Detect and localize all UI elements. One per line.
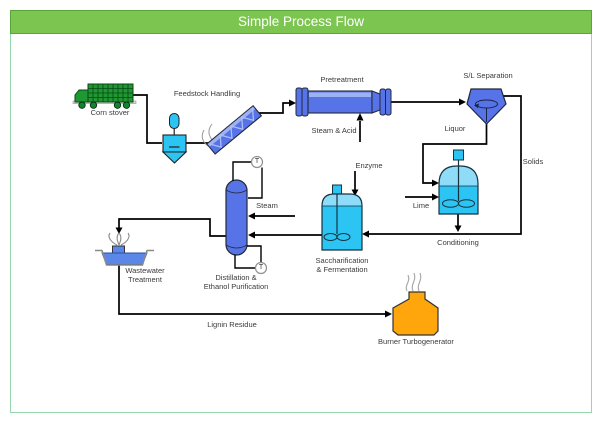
basin-water <box>101 252 148 265</box>
wastewater-treatment-icon[interactable] <box>95 232 154 266</box>
temperature-indicator-top[interactable] <box>250 155 264 169</box>
label-distillation: Distillation & Ethanol Purification <box>203 273 269 291</box>
arrow-steam-acid <box>356 113 364 121</box>
t2-line-in <box>247 245 262 263</box>
reactor-flange <box>379 88 386 116</box>
tank-dome <box>322 194 362 206</box>
label-enzyme: Enzyme <box>355 161 383 170</box>
arrow-into-pretreatment <box>289 99 296 107</box>
arrow-lime-in <box>432 193 439 201</box>
label-sl-separation: S/L Separation <box>463 71 513 80</box>
tank-impeller <box>336 233 351 241</box>
reactor-highlight <box>309 92 371 97</box>
label-lignin-residue: Lignin Residue <box>207 320 257 329</box>
label-feedstock-handling: Feedstock Handling <box>173 89 241 98</box>
burner-body <box>392 291 439 336</box>
arrow-into-fermenter <box>362 230 369 238</box>
column-body <box>225 179 248 256</box>
t2-line-out <box>234 254 256 269</box>
feed-hopper-icon[interactable] <box>161 113 188 164</box>
distillation-column-shape[interactable] <box>225 179 248 256</box>
arrow-limetank-down <box>454 225 462 232</box>
flow-conveyor-to-pretreatment <box>257 102 290 114</box>
truck-grid <box>88 84 133 102</box>
label-t-bottom: T <box>258 264 264 271</box>
arrow-enzyme-in <box>351 189 359 196</box>
label-burner: Burner Turbogenerator <box>378 337 454 346</box>
tank-motor <box>332 184 342 195</box>
t1-line-out <box>248 167 263 199</box>
separator-shape[interactable] <box>466 88 507 125</box>
fermentation-tank-shape[interactable] <box>321 184 363 251</box>
tank-outline <box>321 193 363 251</box>
label-wastewater: Wastewater Treatment <box>125 266 165 284</box>
truck-wheel <box>78 101 86 109</box>
truck-wheel <box>113 101 122 109</box>
reactor-flange <box>385 88 392 116</box>
temperature-loops <box>232 161 263 269</box>
label-pretreatment: Pretreatment <box>320 75 364 84</box>
arrow-steam-in <box>248 212 255 220</box>
tank-outline <box>438 165 479 215</box>
conveyor-whisker <box>201 129 209 147</box>
smoke-icon <box>405 272 422 292</box>
column-cap-seam <box>225 244 248 249</box>
tank-motor <box>453 149 464 161</box>
arrow-into-burner <box>385 310 392 318</box>
basin-outline <box>95 249 154 266</box>
flow-truck-to-hopper <box>133 94 162 144</box>
flow-solids-conditioning <box>369 95 522 235</box>
tank-impeller <box>458 199 475 208</box>
diagram-canvas <box>10 10 592 413</box>
truck-wheel <box>89 101 98 109</box>
hopper-funnel <box>161 151 188 164</box>
truck-wheel <box>122 101 131 109</box>
reactor-cone <box>371 90 381 114</box>
tank-body <box>322 194 362 250</box>
truck-cab <box>74 89 89 103</box>
conditioning-tank-shape[interactable] <box>438 149 479 215</box>
label-lime: Lime <box>412 201 430 210</box>
t1-line-in <box>232 161 252 181</box>
label-corn-stover: Corn stover <box>90 108 130 117</box>
flow-lignin <box>118 265 386 315</box>
separator-body <box>466 88 507 125</box>
label-steam-acid: Steam & Acid <box>311 126 357 135</box>
arrow-into-wastewater <box>115 227 123 234</box>
label-steam: Steam <box>256 201 278 210</box>
screw-conveyor-icon[interactable] <box>201 104 263 155</box>
label-liquor: Liquor <box>444 124 466 133</box>
fountain-icon <box>108 232 130 246</box>
flow-lines <box>118 94 522 315</box>
flow-liquor <box>422 124 488 184</box>
label-solids: Solids <box>522 157 544 166</box>
column-cap-seam <box>225 189 248 194</box>
diagram-title-bar: Simple Process Flow <box>10 10 592 34</box>
flow-arrowheads <box>115 98 466 318</box>
hopper-capsule <box>169 113 180 129</box>
separator-vortex-arrow <box>474 103 479 108</box>
burner-turbogenerator-shape[interactable] <box>392 272 439 336</box>
arrow-liquor-in <box>432 179 439 187</box>
reactor-flange <box>295 87 303 117</box>
pretreatment-reactor-shape[interactable] <box>295 87 392 117</box>
truck-icon[interactable] <box>72 83 137 109</box>
arrow-into-column <box>248 231 255 239</box>
label-conditioning: Conditioning <box>437 238 479 247</box>
page-title: Simple Process Flow <box>237 14 365 29</box>
label-saccharification: Saccharification & Fermentation <box>315 256 369 274</box>
conveyor-screw <box>209 108 255 148</box>
reactor-flange <box>301 87 309 117</box>
arrow-into-separator <box>459 98 466 106</box>
flow-column-to-wastewater <box>118 218 226 237</box>
hopper-box <box>162 134 187 153</box>
temperature-indicator-bottom[interactable] <box>254 261 268 275</box>
label-t-top: T <box>254 158 260 165</box>
